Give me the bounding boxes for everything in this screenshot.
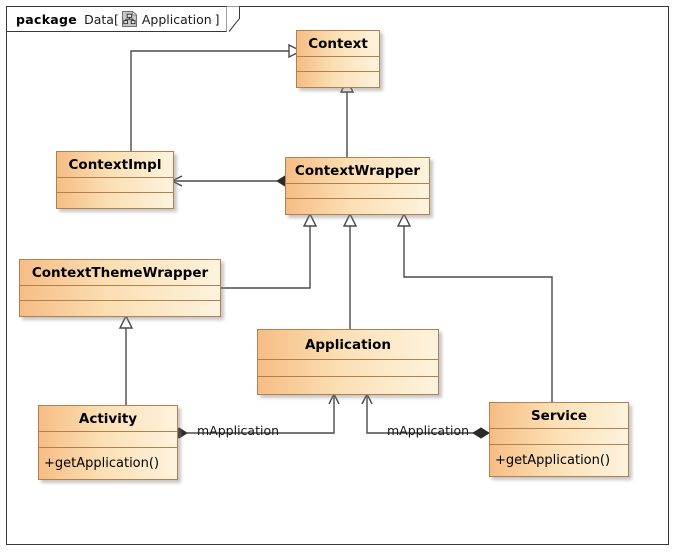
package-name: Data [84,11,114,27]
edge-label-activity-application: mApplication [197,423,280,438]
class-operation-activity-get-application: +getApplication() [44,456,160,471]
class-operations-context-wrapper [286,199,429,214]
class-operations-application [258,377,438,394]
bracket-close: ] [214,11,220,27]
class-box-context-theme-wrapper[interactable]: ContextThemeWrapper [19,259,221,317]
class-operations-context [297,72,379,87]
package-diagram-name: Application [141,11,212,27]
class-title-service: Service [490,403,628,429]
package-header: package Data [ Application ] [6,6,227,32]
class-box-service[interactable]: Service +getApplication() [489,402,629,477]
class-box-activity[interactable]: Activity +getApplication() [38,405,178,480]
bracket-open: [ [113,11,119,27]
class-attributes-activity [39,432,177,448]
class-box-context-wrapper[interactable]: ContextWrapper [285,157,430,215]
package-tab-fold [226,6,240,32]
class-operation-service-get-application: +getApplication() [495,453,611,468]
package-keyword: package [16,11,78,27]
class-title-context: Context [297,31,379,57]
class-title-context-wrapper: ContextWrapper [286,158,429,184]
class-box-context[interactable]: Context [296,30,380,88]
class-operations-context-impl [57,193,173,208]
hierarchy-document-icon [121,10,138,27]
class-attributes-service [490,429,628,445]
class-box-application[interactable]: Application [257,329,439,395]
class-title-context-impl: ContextImpl [57,152,173,178]
class-title-application: Application [258,330,438,360]
edge-label-service-application: mApplication [387,423,470,438]
class-attributes-context [297,57,379,72]
class-title-context-theme-wrapper: ContextThemeWrapper [20,260,220,286]
class-title-activity: Activity [39,406,177,432]
class-operations-context-theme-wrapper [20,301,220,316]
class-box-context-impl[interactable]: ContextImpl [56,151,174,209]
class-attributes-context-impl [57,178,173,193]
class-attributes-context-wrapper [286,184,429,199]
class-attributes-application [258,360,438,377]
class-attributes-context-theme-wrapper [20,286,220,301]
